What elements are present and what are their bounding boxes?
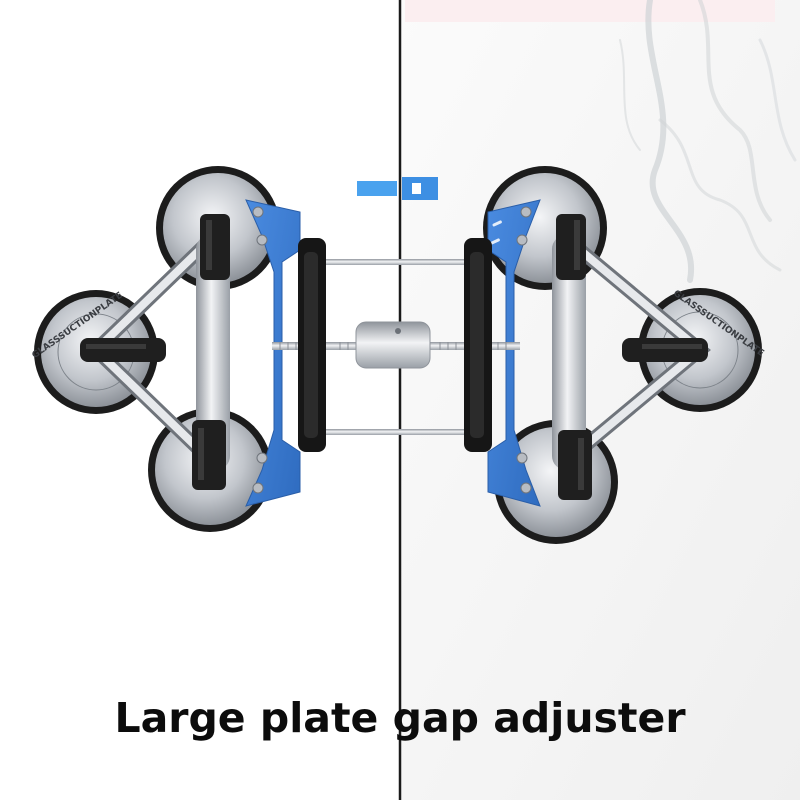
left-bracket-screws <box>252 206 268 494</box>
left-bracket-slots <box>282 390 294 417</box>
right-vertical-bar <box>552 235 586 470</box>
guide-rod-top <box>300 259 490 265</box>
guide-rod-bottom <box>300 429 490 435</box>
left-lever-bottom <box>192 420 226 490</box>
left-clamp-frame <box>298 238 326 452</box>
top-pink-strip <box>405 0 775 22</box>
left-lever-top <box>200 214 230 280</box>
right-suction-unit: GLASSSUCTIONPLATE <box>483 166 766 544</box>
nut-hole <box>395 328 401 334</box>
marble-veins <box>619 0 797 283</box>
right-bracket-slots <box>490 220 502 245</box>
left-suction-unit: GLASSSUCTIONPLATE <box>30 166 301 532</box>
left-lever-middle <box>80 338 166 362</box>
right-bracket-screws <box>516 206 532 494</box>
left-vertical-bar <box>196 235 230 470</box>
right-lever-top <box>556 214 586 280</box>
adjuster-nut <box>355 321 431 369</box>
product-caption: Large plate gap adjuster <box>114 694 686 742</box>
screw-threads <box>279 342 507 350</box>
right-lever-middle <box>622 338 708 362</box>
right-lever-bottom <box>558 430 592 500</box>
seam-spacer-clip <box>357 177 438 200</box>
gap-adjuster-mechanism <box>272 238 520 452</box>
right-clamp-frame <box>464 238 492 452</box>
